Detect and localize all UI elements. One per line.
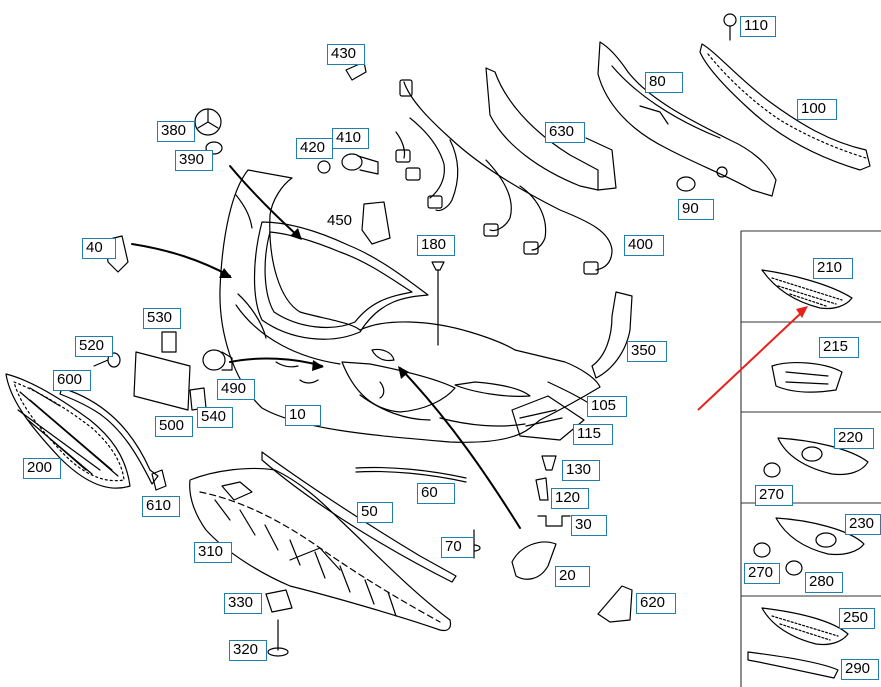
callout-270-lower[interactable]: 270 bbox=[744, 563, 780, 584]
callout-210[interactable]: 210 bbox=[813, 258, 853, 279]
callout-70[interactable]: 70 bbox=[441, 537, 474, 558]
callout-40[interactable]: 40 bbox=[82, 238, 116, 259]
callout-400[interactable]: 400 bbox=[624, 235, 664, 256]
callout-230[interactable]: 230 bbox=[845, 514, 881, 535]
callout-430[interactable]: 430 bbox=[327, 44, 365, 65]
absorber-630 bbox=[485, 67, 617, 191]
bracket-350-shape bbox=[591, 291, 633, 379]
clip-610 bbox=[151, 469, 167, 491]
callout-50[interactable]: 50 bbox=[357, 502, 393, 523]
clip-30 bbox=[537, 515, 571, 527]
strip-50-shape bbox=[261, 451, 457, 583]
callout-620[interactable]: 620 bbox=[636, 593, 676, 614]
callout-100[interactable]: 100 bbox=[797, 99, 837, 120]
callout-310[interactable]: 310 bbox=[194, 542, 232, 563]
bolt-520 bbox=[93, 352, 121, 368]
callout-490[interactable]: 490 bbox=[217, 379, 255, 400]
sensor-410 bbox=[341, 153, 379, 175]
grille-230 bbox=[753, 517, 865, 576]
sensor-490 bbox=[202, 349, 233, 371]
callout-115[interactable]: 115 bbox=[573, 424, 613, 445]
lower-grille bbox=[5, 373, 131, 489]
screw-320 bbox=[267, 619, 289, 657]
callout-250[interactable]: 250 bbox=[839, 608, 875, 629]
callout-540[interactable]: 540 bbox=[197, 407, 233, 428]
nut-330 bbox=[265, 589, 293, 613]
grille-250 bbox=[761, 607, 849, 646]
callout-20[interactable]: 20 bbox=[555, 566, 590, 587]
callout-420[interactable]: 420 bbox=[296, 138, 333, 159]
cap-90 bbox=[676, 176, 696, 192]
callout-290[interactable]: 290 bbox=[841, 659, 879, 680]
callout-350[interactable]: 350 bbox=[627, 341, 667, 362]
callout-280[interactable]: 280 bbox=[805, 572, 843, 593]
callout-120[interactable]: 120 bbox=[551, 488, 589, 509]
star-emblem-380 bbox=[194, 108, 222, 136]
callout-80[interactable]: 80 bbox=[645, 72, 683, 93]
grille-220 bbox=[763, 437, 869, 478]
callout-610[interactable]: 610 bbox=[142, 496, 180, 517]
bracket-620 bbox=[597, 585, 633, 623]
screw-120 bbox=[535, 477, 549, 501]
callout-215[interactable]: 215 bbox=[819, 337, 859, 358]
wiring-harness-400 bbox=[395, 79, 613, 275]
clip-130 bbox=[541, 455, 557, 471]
callout-630[interactable]: 630 bbox=[545, 122, 585, 143]
label-450[interactable]: 450 bbox=[327, 212, 353, 229]
plate-bracket-500 bbox=[133, 351, 191, 411]
callout-105[interactable]: 105 bbox=[587, 396, 627, 417]
tow-cover-20 bbox=[511, 541, 557, 580]
callout-530[interactable]: 530 bbox=[143, 308, 181, 329]
callout-380[interactable]: 380 bbox=[157, 121, 195, 142]
callout-130[interactable]: 130 bbox=[562, 460, 600, 481]
screw-110 bbox=[723, 13, 737, 41]
callout-410[interactable]: 410 bbox=[332, 128, 369, 149]
ring-390 bbox=[205, 141, 223, 155]
grille-215 bbox=[771, 362, 843, 393]
red-accent-arrow bbox=[697, 306, 808, 411]
leader-arrows bbox=[131, 165, 521, 529]
callout-270-upper[interactable]: 270 bbox=[755, 485, 793, 506]
callout-390[interactable]: 390 bbox=[175, 150, 213, 171]
arrow-heads bbox=[219, 228, 409, 379]
grille-210 bbox=[761, 269, 853, 310]
trim-290 bbox=[747, 651, 839, 679]
callout-10[interactable]: 10 bbox=[285, 405, 321, 426]
callout-200[interactable]: 200 bbox=[23, 458, 61, 479]
strip-600-shape bbox=[59, 387, 159, 485]
callout-90[interactable]: 90 bbox=[678, 199, 714, 220]
reinforcement-100 bbox=[699, 43, 871, 171]
callout-110[interactable]: 110 bbox=[740, 16, 776, 37]
callout-60[interactable]: 60 bbox=[417, 483, 455, 504]
strip-60-shape bbox=[355, 466, 467, 479]
bracket-80 bbox=[597, 41, 777, 197]
sensor-holder-450 bbox=[361, 201, 391, 245]
callout-220[interactable]: 220 bbox=[834, 428, 874, 449]
holder-115-shape bbox=[511, 395, 585, 441]
bumper-cover bbox=[219, 169, 601, 443]
callout-500[interactable]: 500 bbox=[155, 416, 193, 437]
callout-600[interactable]: 600 bbox=[53, 370, 91, 391]
callout-320[interactable]: 320 bbox=[229, 640, 267, 661]
callout-330[interactable]: 330 bbox=[224, 593, 262, 614]
callout-180[interactable]: 180 bbox=[417, 235, 455, 256]
callout-30[interactable]: 30 bbox=[571, 515, 607, 536]
ring-420 bbox=[317, 160, 331, 174]
screw-180 bbox=[431, 261, 445, 291]
callout-520[interactable]: 520 bbox=[75, 336, 113, 357]
